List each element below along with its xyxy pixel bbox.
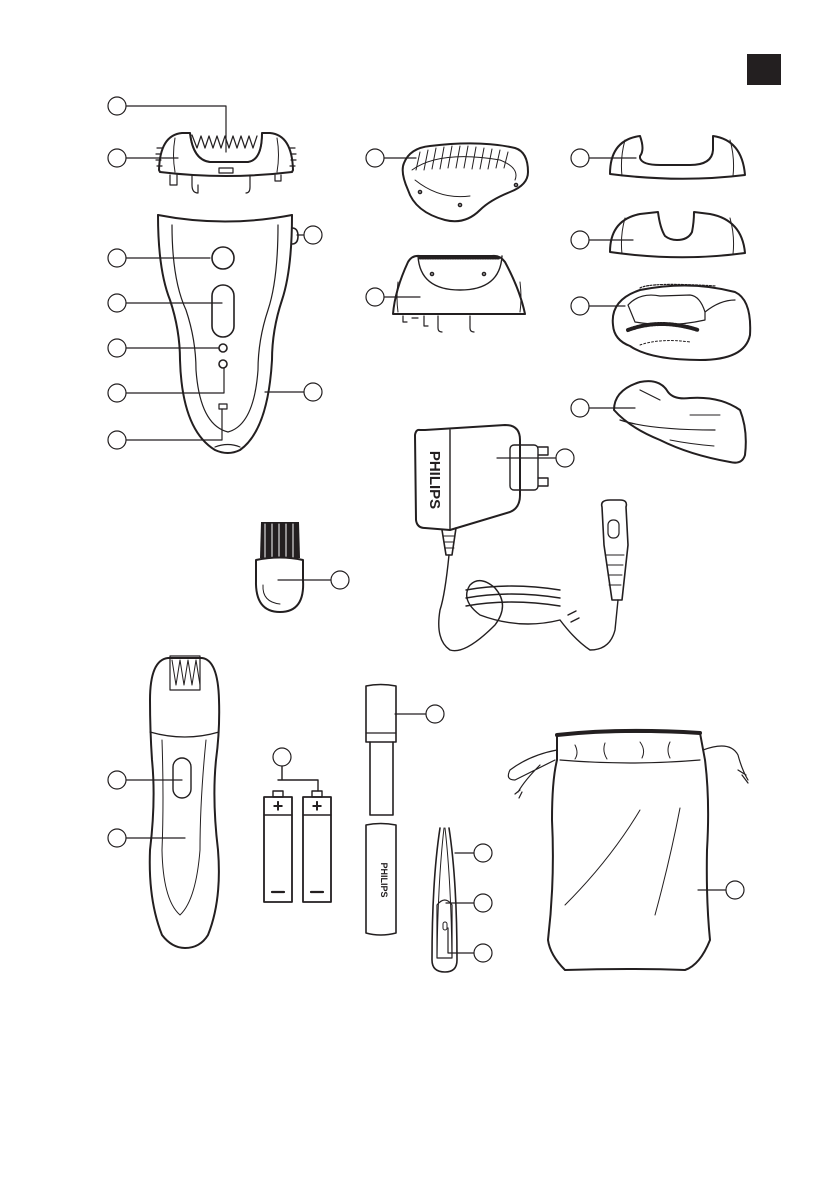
callout-circles bbox=[107, 96, 745, 963]
adapter-logo: PHILIPS bbox=[426, 451, 443, 509]
batteries: + + bbox=[263, 765, 332, 903]
callout-cap-b bbox=[570, 230, 590, 250]
callout-shaving-head bbox=[365, 287, 385, 307]
callout-mini-epilator-switch bbox=[107, 770, 127, 790]
leader-lines bbox=[125, 105, 736, 954]
section-marker-tab bbox=[747, 54, 781, 85]
cap-a bbox=[609, 135, 746, 180]
callout-pouch bbox=[725, 880, 745, 900]
callout-tweezers-tip bbox=[473, 843, 493, 863]
callout-cap-a bbox=[570, 148, 590, 168]
callout-appliance-body bbox=[303, 382, 323, 402]
cap-b bbox=[609, 211, 746, 259]
epilator-body bbox=[157, 214, 299, 454]
pouch bbox=[507, 728, 749, 971]
callout-epilating-head bbox=[107, 148, 127, 168]
adapter: PHILIPS bbox=[414, 424, 629, 652]
callout-exfoliation-brush bbox=[570, 296, 590, 316]
battery-plus-1: + bbox=[273, 796, 284, 816]
massage-cap bbox=[613, 380, 747, 464]
callout-on-off-slide bbox=[107, 293, 127, 313]
epilating-head bbox=[155, 132, 297, 194]
callout-massage-cap bbox=[570, 398, 590, 418]
callout-speed-light bbox=[107, 248, 127, 268]
tweezers bbox=[431, 827, 458, 973]
shaver-comb bbox=[401, 142, 529, 223]
callout-battery-low-light bbox=[107, 383, 127, 403]
shaving-head bbox=[392, 254, 526, 333]
exfoliation-brush-head bbox=[611, 283, 752, 361]
cap-logo: PHILIPS bbox=[379, 862, 389, 897]
callout-cleaning-brush bbox=[330, 570, 350, 590]
bikini-trimmer: PHILIPS bbox=[365, 683, 397, 936]
callout-shaver-comb bbox=[365, 148, 385, 168]
callout-tweezers-light bbox=[473, 893, 493, 913]
callout-socket bbox=[107, 430, 127, 450]
callout-batteries bbox=[272, 747, 292, 767]
callout-adapter bbox=[555, 448, 575, 468]
callout-epilating-discs bbox=[107, 96, 127, 116]
mini-epilator bbox=[148, 655, 221, 949]
callout-tweezers-switch bbox=[473, 943, 493, 963]
callout-mini-epilator-body bbox=[107, 828, 127, 848]
callout-release-button bbox=[303, 225, 323, 245]
callout-charging-light bbox=[107, 338, 127, 358]
callout-bikini-trimmer-cap bbox=[425, 704, 445, 724]
battery-plus-2: + bbox=[312, 796, 323, 816]
cleaning-brush bbox=[254, 522, 305, 613]
